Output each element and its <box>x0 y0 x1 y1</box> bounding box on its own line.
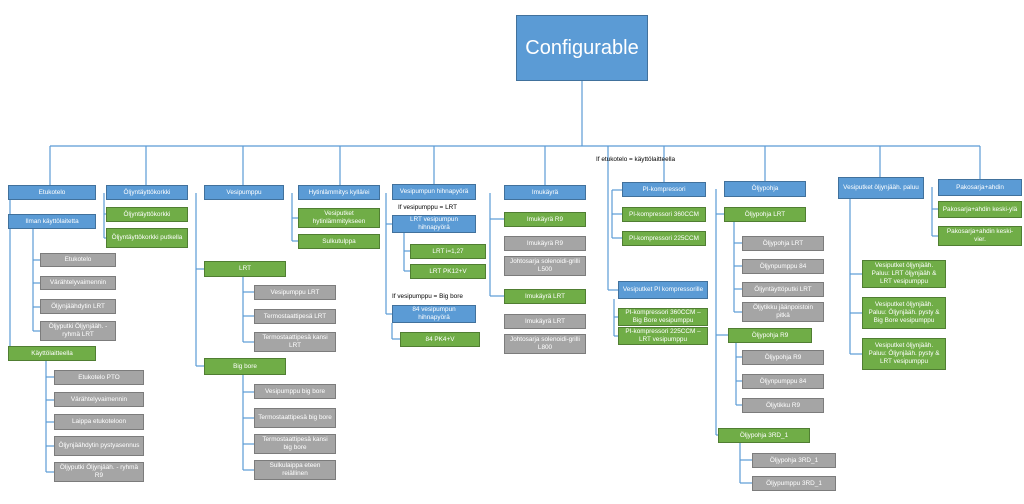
node-vesipumppu-big-bore-item: Sulkulaippa eteen reiällinen <box>254 460 336 480</box>
node-etukotelo-item: Öljyputki Öljynjääh. - ryhmä LRT <box>40 321 116 341</box>
node-oljypohja-lrt: Öljypohja LRT <box>724 207 806 222</box>
node-vesiputket-pi-item: PI-kompressori 225CCM – LRT vesipumppu <box>618 327 708 345</box>
node-hihnapyora-lrt-item: LRT PK12+V <box>410 264 486 279</box>
node-etukotelo-item: Öljynjäähdytin LRT <box>40 299 116 314</box>
node-etukotelo-pto-item: Öljynjäähdytin pystyasennus <box>54 436 144 456</box>
node-etukotelo-pto-item: Öljyputki Öljynjääh. - ryhmä R9 <box>54 462 144 482</box>
node-vesiputket-oljy: Vesiputket öljynjääh. paluu <box>838 177 924 199</box>
node-pi-kompressori-item: PI-kompressori 360CCM <box>622 207 706 222</box>
node-vesiputket-oljy-item: Vesiputket öljynjääh. Paluu: LRT öljynjä… <box>862 260 946 288</box>
node-oljyntayttokorkki: Öljyntäyttökorkki <box>106 185 188 200</box>
node-hytinlammitys-item: Vesiputket hytinlämmitykseen <box>298 208 380 228</box>
node-oljypohja-lrt-item: Öljytikku jäänpoistoin pitkä <box>742 302 824 322</box>
node-pakosarja-item: Pakosarja+ahdin keski-ylä <box>938 201 1022 218</box>
root-configurable: Configurable <box>516 15 648 81</box>
node-hihnapyora: Vesipumpun hihnapyörä <box>392 184 476 200</box>
node-etukotelo-pto-item: Värähtelyvaimennin <box>54 392 144 407</box>
node-oljypohja-lrt-item: Öljypohja LRT <box>742 236 824 251</box>
node-oljypohja: Öljypohja <box>724 181 806 197</box>
node-kayttolaitteella: Käyttölaitteella <box>8 346 96 361</box>
node-vesiputket-oljy-item: Vesiputket öljynjääh. Paluu: Öljynjääh. … <box>862 297 946 329</box>
node-oljypohja-3rd: Öljypohja 3RD_1 <box>718 428 810 443</box>
node-oljypohja-r9-item: Öljynpumppu 84 <box>742 374 824 389</box>
node-oljypohja-r9-item: Öljytikku R9 <box>742 398 824 413</box>
node-imukayra-lrt-item: Johtosarja solenoidi-grilli L800 <box>504 334 586 354</box>
node-hihnapyora-84-item: 84 PK4+V <box>400 332 480 347</box>
node-etukotelo: Etukotelo <box>8 185 96 200</box>
node-etukotelo-item: Värähtelyvaimennin <box>40 276 116 290</box>
node-etukotelo-pto-item: Laippa etukoteloon <box>54 414 144 430</box>
node-oljyntayttokorkki-item: Öljyntäyttökorkki putkella <box>106 228 188 248</box>
node-vesipumppu-big-bore-item: Termostaattipesä big bore <box>254 408 336 428</box>
node-oljypohja-lrt-item: Öljynpumppu 84 <box>742 259 824 274</box>
node-hytinlammitys: Hytinlämmitys kyllä/ei <box>298 185 380 200</box>
node-hihnapyora-84: 84 vesipumpun hihnapyörä <box>392 305 476 323</box>
node-imukayra-lrt: Imukäyrä LRT <box>504 289 586 304</box>
node-vesipumppu-lrt: LRT <box>204 261 286 277</box>
node-pakosarja-item: Pakosarja+ahdin keski-vier. <box>938 226 1022 246</box>
note-vesipumppu-big-bore: If vesipumppu = Big bore <box>392 293 463 300</box>
node-vesipumppu-big-bore: Big bore <box>204 358 286 375</box>
node-oljyntayttokorkki-item: Öljyntäyttökorkki <box>106 207 188 222</box>
node-oljypohja-r9: Öljypohja R9 <box>728 328 812 343</box>
node-oljypohja-3rd-item: Öljypumppu 3RD_1 <box>752 476 836 491</box>
node-hihnapyora-lrt: LRT vesipumpun hihnapyörä <box>392 215 476 233</box>
node-imukayra-r9: Imukäyrä R9 <box>504 212 586 227</box>
node-hihnapyora-lrt-item: LRT i=1,27 <box>410 244 486 259</box>
note-etukotelo-condition: If etukotelo = käyttölaitteella <box>596 156 676 163</box>
node-vesiputket-oljy-item: Vesiputket öljynjääh. Paluu: Öljynjääh. … <box>862 338 946 370</box>
node-pakosarja: Pakosarja+ahdin <box>938 179 1022 196</box>
node-hytinlammitys-item: Sulkutulppa <box>298 234 380 249</box>
node-etukotelo-pto-item: Etukotelo PTO <box>54 370 144 385</box>
node-etukotelo-item: Etukotelo <box>40 253 116 267</box>
node-vesipumppu-lrt-item: Termostaattipesä LRT <box>254 309 336 324</box>
node-imukayra-r9-item: Imukäyrä R9 <box>504 236 586 251</box>
node-vesipumppu-big-bore-item: Vesipumppu big bore <box>254 384 336 399</box>
node-vesipumppu-big-bore-item: Termostaattipesä kansi big bore <box>254 434 336 454</box>
node-imukayra: Imukäyrä <box>504 185 586 200</box>
node-vesiputket-pi: Vesiputket PI kompressorille <box>618 281 708 299</box>
node-imukayra-lrt-item: Imukäyrä LRT <box>504 314 586 329</box>
node-vesipumppu-lrt-item: Termostaattipesä kansi LRT <box>254 332 336 352</box>
node-pi-kompressori: PI-kompressori <box>622 182 706 197</box>
node-oljypohja-lrt-item: Öljyntäyttöputki LRT <box>742 282 824 297</box>
node-imukayra-r9-item: Johtosarja solenoidi-grilli L500 <box>504 256 586 276</box>
node-ilman-kayttolaitetta: Ilman käyttölaitetta <box>8 214 96 229</box>
node-oljypohja-3rd-item: Öljypohja 3RD_1 <box>752 453 836 468</box>
note-vesipumppu-lrt: If vesipumppu = LRT <box>398 204 458 211</box>
node-oljypohja-r9-item: Öljypohja R9 <box>742 350 824 365</box>
node-vesipumppu: Vesipumppu <box>204 185 284 200</box>
node-vesipumppu-lrt-item: Vesipumppu LRT <box>254 285 336 300</box>
node-vesiputket-pi-item: PI-kompressori 360CCM – Big Bore vesipum… <box>618 308 708 326</box>
node-pi-kompressori-item: PI-kompressori 225CCM <box>622 231 706 246</box>
